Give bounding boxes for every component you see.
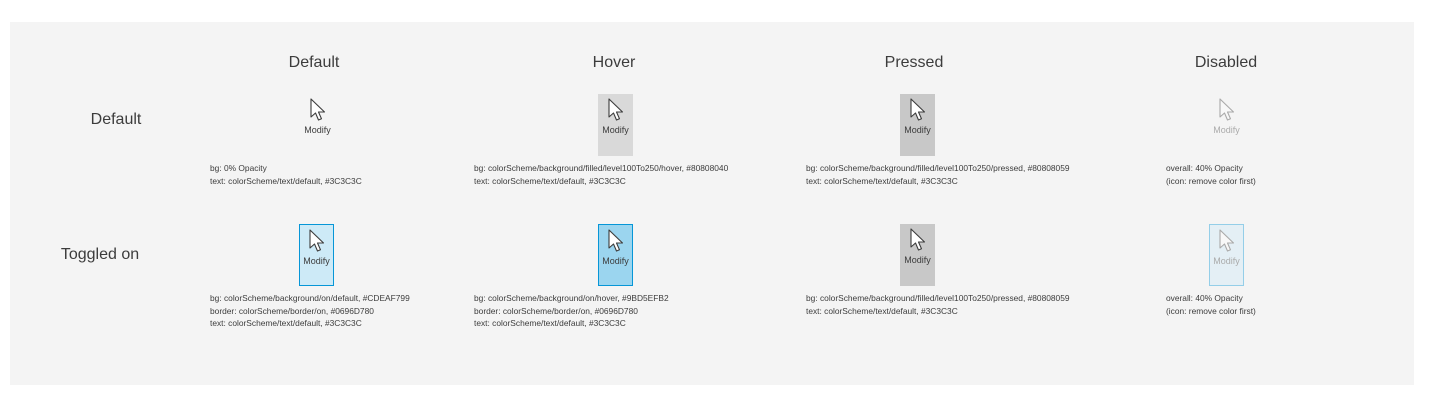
modify-button-disabled: Modify [1209,94,1244,156]
cursor-arrow-icon [607,98,623,121]
modify-button-toggled-hover[interactable]: Modify [598,224,633,286]
column-header-disabled: Disabled [1194,54,1258,71]
cursor-arrow-icon [607,229,623,252]
spec-line: text: colorScheme/text/default, #3C3C3C [806,175,958,186]
spec-default-hover: bg: colorScheme/background/filled/level1… [474,162,728,187]
spec-toggled-default: bg: colorScheme/background/on/default, #… [210,292,410,330]
spec-default-pressed: bg: colorScheme/background/filled/level1… [806,162,1070,187]
modify-label: Modify [304,125,331,135]
modify-button-toggled-disabled: Modify [1209,224,1244,286]
spec-toggled-disabled: overall: 40% Opacity (icon: remove color… [1166,292,1256,317]
modify-button-toggled-default[interactable]: Modify [299,224,334,286]
spec-line: text: colorScheme/text/default, #3C3C3C [806,305,958,316]
spec-line: bg: colorScheme/background/on/default, #… [210,293,410,303]
cursor-arrow-icon [309,98,325,121]
spec-line: border: colorScheme/border/on, #0696D780 [210,305,374,316]
cursor-arrow-icon [1218,98,1234,121]
spec-line: bg: colorScheme/background/filled/level1… [806,293,1070,303]
cursor-arrow-icon [308,229,324,252]
modify-button-toggled-pressed[interactable]: Modify [900,224,935,286]
column-header-hover: Hover [592,54,636,71]
spec-toggled-hover: bg: colorScheme/background/on/hover, #9B… [474,292,669,330]
row-header-toggled-on: Toggled on [60,246,140,263]
spec-line: text: colorScheme/text/default, #3C3C3C [474,318,626,328]
spec-line: bg: colorScheme/background/on/hover, #9B… [474,293,669,303]
modify-label: Modify [904,125,931,135]
modify-button-pressed[interactable]: Modify [900,94,935,156]
spec-toggled-pressed: bg: colorScheme/background/filled/level1… [806,292,1070,317]
spec-line: text: colorScheme/text/default, #3C3C3C [210,318,362,328]
spec-line: text: colorScheme/text/default, #3C3C3C [210,175,362,186]
modify-label: Modify [904,255,931,265]
spec-default-disabled: overall: 40% Opacity (icon: remove color… [1166,162,1256,187]
cursor-arrow-icon [909,228,925,251]
spec-line: (icon: remove color first) [1166,305,1256,316]
column-header-default: Default [288,54,340,71]
states-panel [10,22,1414,385]
spec-line: bg: colorScheme/background/filled/level1… [806,163,1070,173]
spec-line: overall: 40% Opacity [1166,163,1243,173]
column-header-pressed: Pressed [884,54,944,71]
modify-label: Modify [1213,125,1240,135]
spec-line: bg: 0% Opacity [210,163,267,173]
spec-default-default: bg: 0% Opacity text: colorScheme/text/de… [210,162,362,187]
spec-line: border: colorScheme/border/on, #0696D780 [474,305,638,316]
modify-label: Modify [602,125,629,135]
modify-label: Modify [602,256,629,266]
modify-button-default[interactable]: Modify [300,94,335,156]
spec-line: text: colorScheme/text/default, #3C3C3C [474,175,626,186]
spec-line: bg: colorScheme/background/filled/level1… [474,163,729,173]
spec-line: (icon: remove color first) [1166,175,1256,186]
spec-line: overall: 40% Opacity [1166,293,1243,303]
cursor-arrow-icon [1218,229,1234,252]
modify-label: Modify [303,256,330,266]
cursor-arrow-icon [909,98,925,121]
modify-button-hover[interactable]: Modify [598,94,633,156]
row-header-default: Default [90,111,142,128]
modify-label: Modify [1213,256,1240,266]
